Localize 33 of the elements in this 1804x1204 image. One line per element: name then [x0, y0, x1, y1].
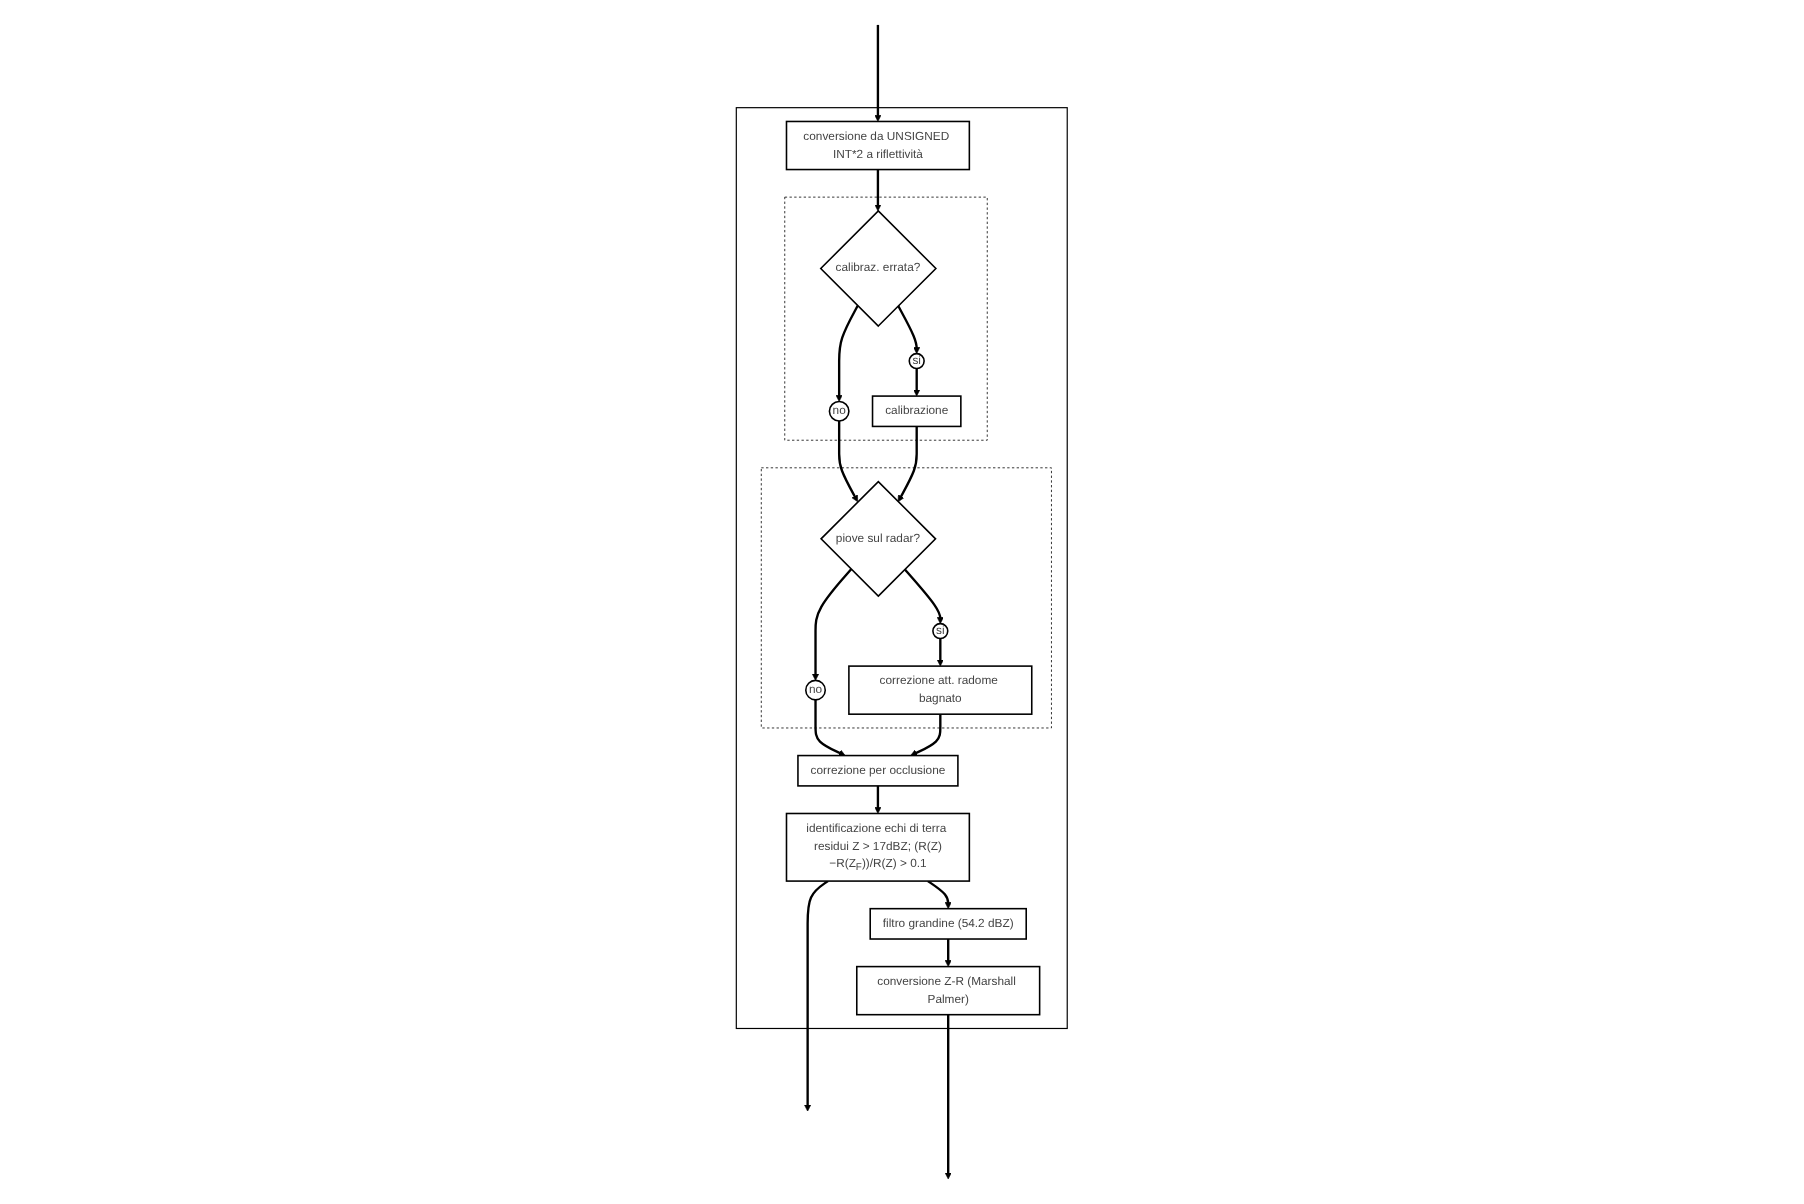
arrow — [838, 421, 859, 503]
arrow — [814, 699, 846, 757]
node-circle — [932, 622, 949, 640]
node-circle — [828, 400, 850, 422]
node-box — [797, 754, 959, 787]
arrow — [874, 24, 882, 122]
arrow — [944, 939, 952, 967]
arrow — [874, 169, 882, 212]
arrow — [937, 638, 944, 667]
node-circle — [908, 352, 926, 370]
arrow — [897, 305, 921, 354]
arrow — [904, 568, 944, 624]
arrow — [898, 426, 919, 503]
arrow — [812, 568, 853, 681]
arrow — [910, 714, 942, 757]
node-box — [785, 120, 971, 171]
node-box — [856, 965, 1041, 1016]
cluster — [784, 196, 988, 441]
arrow — [835, 305, 859, 402]
node-diamond — [819, 209, 938, 328]
node-box — [785, 812, 971, 882]
node-box — [871, 395, 962, 428]
arrow — [944, 1014, 952, 1180]
node-box — [869, 907, 1028, 940]
node-diamond — [820, 480, 937, 598]
arrow — [874, 785, 882, 814]
arrow — [927, 880, 952, 909]
arrow — [804, 880, 829, 1112]
cluster — [761, 467, 1053, 729]
node-box — [848, 665, 1033, 715]
cluster — [735, 107, 1069, 1030]
node-circle — [805, 679, 827, 701]
arrow — [913, 368, 921, 397]
